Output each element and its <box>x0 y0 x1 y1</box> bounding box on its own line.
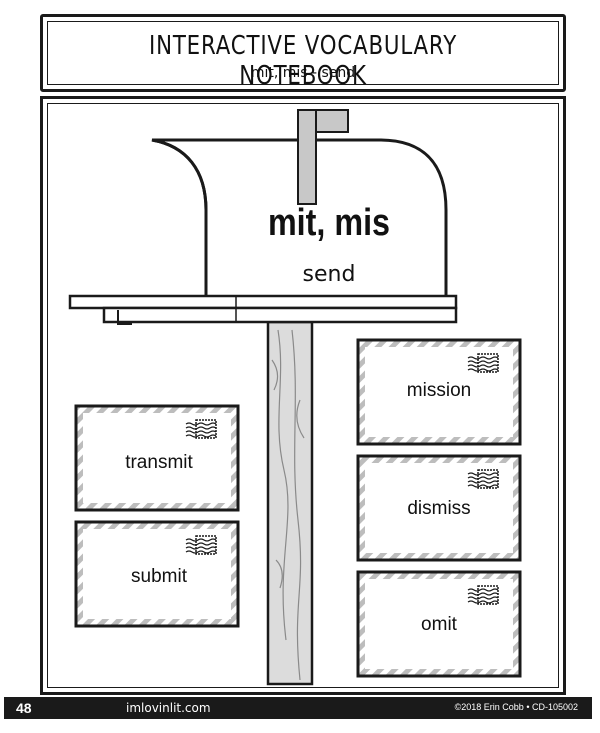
root-word: mit, mis <box>267 202 391 244</box>
postage-stamp-icon <box>185 419 217 439</box>
postage-stamp-icon <box>467 585 499 605</box>
mailbox-flag <box>297 109 349 205</box>
page-subtitle: mit, mis - send <box>250 65 356 81</box>
mailbox-body <box>151 138 448 300</box>
envelope-word-mission: mission <box>406 380 472 401</box>
footer-bar: 48 imlovinlit.com ©2018 Erin Cobb • CD-1… <box>4 697 592 719</box>
envelope-mission <box>356 338 522 446</box>
envelope-word-submit: submit <box>131 566 187 587</box>
mailbox-base <box>68 294 458 325</box>
envelope-submit <box>74 520 240 628</box>
envelope-word-omit: omit <box>421 614 457 635</box>
mailbox-post <box>266 320 314 686</box>
header-banner: INTERACTIVE VOCABULARY NOTEBOOK mit, mis… <box>40 14 566 92</box>
root-meaning: send <box>302 262 356 287</box>
postage-stamp-icon <box>467 469 499 489</box>
envelope-word-dismiss: dismiss <box>407 498 471 519</box>
postage-stamp-icon <box>467 353 499 373</box>
page-title: INTERACTIVE VOCABULARY NOTEBOOK <box>148 31 458 91</box>
envelope-omit <box>356 570 522 678</box>
envelope-dismiss <box>356 454 522 562</box>
website-link[interactable]: imlovinlit.com <box>126 701 211 715</box>
postage-stamp-icon <box>185 535 217 555</box>
envelope-transmit <box>74 404 240 512</box>
copyright-text: ©2018 Erin Cobb • CD-105002 <box>454 702 578 712</box>
envelope-word-transmit: transmit <box>125 452 193 473</box>
page-number: 48 <box>16 700 32 716</box>
